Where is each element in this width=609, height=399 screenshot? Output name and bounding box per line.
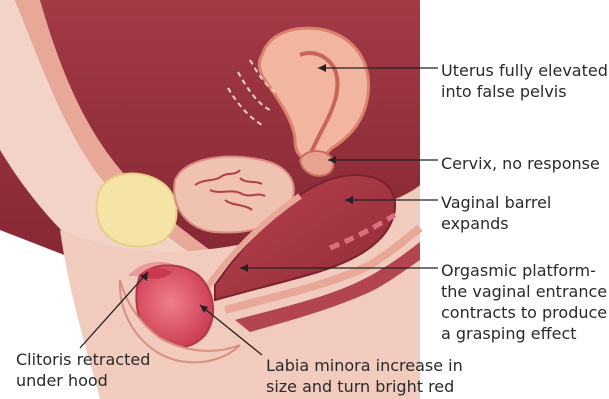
pubic-bone (97, 174, 177, 247)
uterus-label: Uterus fully elevated into false pelvis (441, 60, 608, 102)
cervix-label: Cervix, no response (441, 153, 600, 174)
labia-minora-label: Labia minora increase in size and turn b… (266, 355, 463, 397)
vaginal-barrel-label: Vaginal barrel expands (441, 192, 551, 234)
orgasmic-platform-label: Orgasmic platform- the vaginal entrance … (441, 260, 607, 344)
clitoris-label: Clitoris retracted under hood (16, 349, 150, 391)
